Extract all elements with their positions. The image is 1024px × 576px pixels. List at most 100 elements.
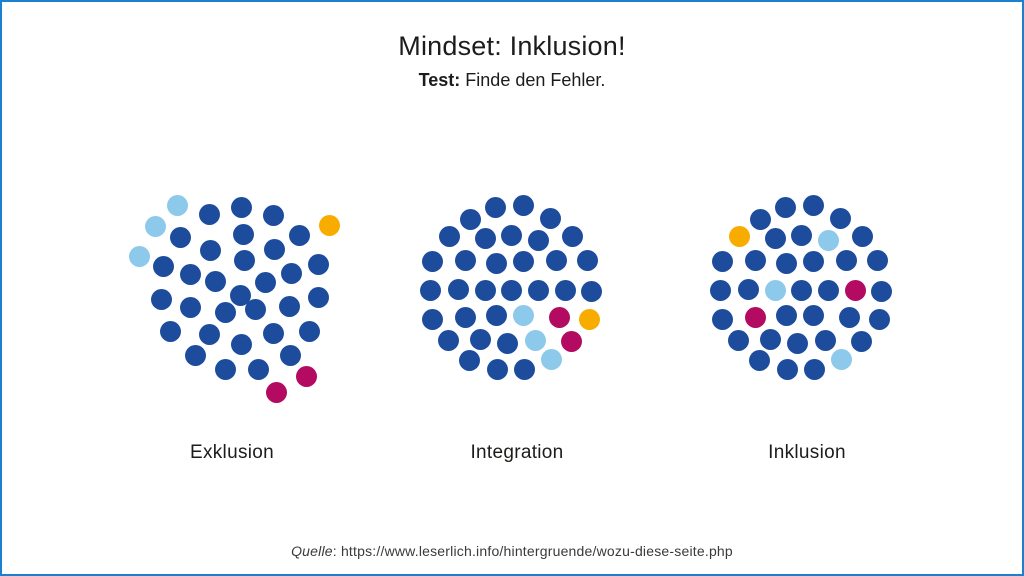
dot-cluster-inklusion [702,187,912,387]
dark-blue-dot [262,204,284,226]
dark-blue-dot [512,250,534,272]
source-line: Quelle: https://www.leserlich.info/hinte… [2,543,1022,559]
dark-blue-dot [419,279,441,301]
label-integration: Integration [470,442,564,463]
dark-blue-dot [561,225,583,247]
dark-blue-dot [866,249,888,271]
dark-blue-dot [500,224,522,246]
dark-blue-dot [232,223,254,245]
dark-blue-dot [279,344,301,366]
magenta-dot [560,330,582,352]
light-blue-dot [817,229,839,251]
dark-blue-dot [421,250,443,272]
dark-blue-dot [709,279,731,301]
dark-blue-dot [711,308,733,330]
dark-blue-dot [580,280,602,302]
magenta-dot [744,306,766,328]
dark-blue-dot [447,278,469,300]
dot-cluster-exklusion [112,182,352,412]
dark-blue-dot [421,308,443,330]
dark-blue-dot [458,349,480,371]
source-text: : https://www.leserlich.info/hintergruen… [332,543,733,559]
dark-blue-dot [838,306,860,328]
light-blue-dot [166,194,188,216]
dark-blue-dot [229,284,251,306]
dark-blue-dot [759,328,781,350]
subtitle: Test: Finde den Fehler. [2,70,1022,91]
dark-blue-dot [454,306,476,328]
dark-blue-dot [749,208,771,230]
dark-blue-dot [527,279,549,301]
label-exklusion: Exklusion [189,442,275,463]
dark-blue-dot [485,304,507,326]
light-blue-dot [764,279,786,301]
dark-blue-dot [744,249,766,271]
dark-blue-dot [850,330,872,352]
dark-blue-dot [233,249,255,271]
dark-blue-dot [214,358,236,380]
dark-blue-dot [539,207,561,229]
dark-blue-dot [554,279,576,301]
light-blue-dot [540,348,562,370]
dark-blue-dot [263,238,285,260]
dark-blue-dot [459,208,481,230]
dark-blue-dot [802,304,824,326]
dark-blue-dot [307,253,329,275]
dark-blue-dot [288,224,310,246]
dark-blue-dot [485,252,507,274]
dark-blue-dot [278,295,300,317]
dark-blue-dot [469,328,491,350]
dark-blue-dot [527,229,549,251]
dark-blue-dot [776,358,798,380]
orange-dot [578,308,600,330]
dark-blue-dot [159,320,181,342]
subtitle-text: Finde den Fehler. [465,70,606,90]
dot-cluster-integration [412,187,622,387]
dark-blue-dot [868,308,890,330]
magenta-dot [295,365,317,387]
dark-blue-dot [214,301,236,323]
dark-blue-dot [198,323,220,345]
dark-blue-dot [486,358,508,380]
dark-blue-dot [748,349,770,371]
dark-blue-dot [764,227,786,249]
light-blue-dot [830,348,852,370]
dark-blue-dot [786,332,808,354]
orange-dot [728,225,750,247]
orange-dot [318,214,340,236]
dark-blue-dot [474,279,496,301]
dark-blue-dot [835,249,857,271]
dark-blue-dot [802,194,824,216]
light-blue-dot [512,304,534,326]
dark-blue-dot [204,270,226,292]
dark-blue-dot [152,255,174,277]
dark-blue-dot [513,358,535,380]
dark-blue-dot [179,263,201,285]
dark-blue-dot [230,196,252,218]
dark-blue-dot [802,250,824,272]
dark-blue-dot [298,320,320,342]
dark-blue-dot [437,329,459,351]
dark-blue-dot [545,249,567,271]
dark-blue-dot [790,224,812,246]
dark-blue-dot [199,239,221,261]
dark-blue-dot [484,196,506,218]
dark-blue-dot [150,288,172,310]
dark-blue-dot [870,280,892,302]
page-title: Mindset: Inklusion! [398,31,626,61]
dark-blue-dot [775,304,797,326]
dark-blue-dot [262,322,284,344]
dark-blue-dot [454,249,476,271]
dark-blue-dot [500,279,522,301]
dark-blue-dot [496,332,518,354]
dark-blue-dot [851,225,873,247]
dark-blue-dot [814,329,836,351]
dark-blue-dot [829,207,851,229]
subtitle-prefix: Test: [418,70,461,90]
dark-blue-dot [184,344,206,366]
dark-blue-dot [803,358,825,380]
dark-blue-dot [775,252,797,274]
label-inklusion: Inklusion [768,442,846,463]
dark-blue-dot [244,298,266,320]
